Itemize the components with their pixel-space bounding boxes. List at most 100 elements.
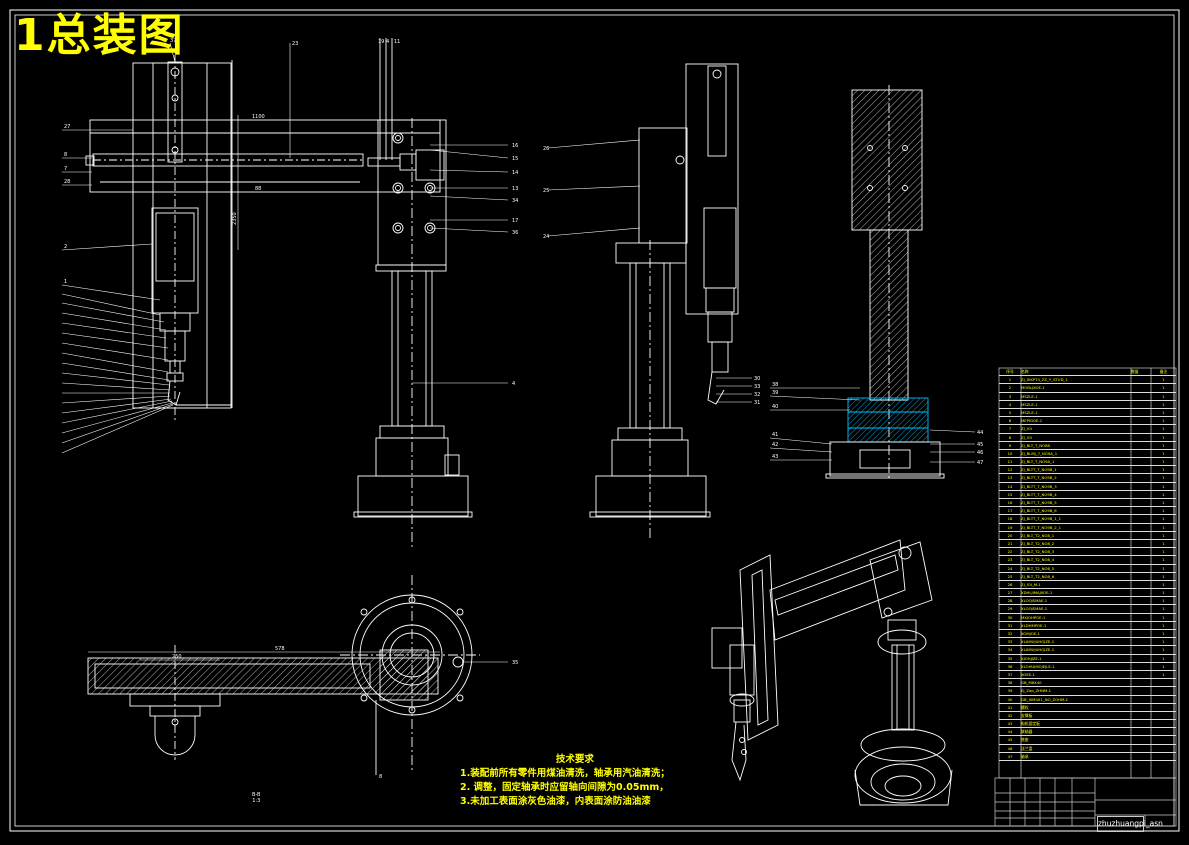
bom-cell: 1 (1162, 483, 1165, 489)
bom-cell: 1 (1162, 491, 1165, 497)
bom-cell: 1 (1162, 516, 1165, 522)
bom-cell (1131, 704, 1151, 711)
bom-cell (1131, 450, 1151, 457)
bom-row: 33 XLAMUJUHOJZE-1 1 (999, 638, 1176, 647)
svg-text:11: 11 (394, 39, 400, 45)
bom-cell (1131, 466, 1151, 473)
bom-cell: 底座 (1021, 737, 1029, 743)
bom-cell: 1 (1162, 549, 1165, 555)
bom-cell: MXJOHPOE-1 (1021, 614, 1046, 620)
bom-cell: 备注 (1159, 369, 1168, 374)
technical-requirements: 技术要求 1.装配前所有零件用煤油清洗，轴承用汽油清洗； 2. 调整，固定轴承时… (460, 753, 670, 809)
bom-cell: XLOOJSMAE-1 (1021, 606, 1048, 612)
bom-cell (1131, 581, 1151, 588)
bom-cell: 1 (1162, 557, 1165, 563)
bom-cell: 1 (1162, 540, 1165, 546)
bom-cell: 38 (1007, 680, 1013, 686)
bom-cell: 27 (1007, 590, 1013, 596)
bom-cell: 1 (1162, 475, 1165, 481)
bom-cell: 1 (1162, 606, 1165, 612)
svg-text:15: 15 (512, 156, 518, 162)
bom-cell: ZJ_IOI (1021, 426, 1032, 432)
bom-cell: 1 (1162, 614, 1165, 620)
bom-cell: 28 (1007, 598, 1013, 604)
bom-cell (1131, 720, 1151, 727)
svg-text:16: 16 (512, 143, 518, 149)
bom-cell: 1 (1162, 639, 1165, 645)
bom-cell (1131, 597, 1151, 604)
bom-cell: 1 (1162, 532, 1165, 538)
bom-cell (1151, 704, 1176, 711)
bom-cell: 电机固定板 (1021, 721, 1040, 727)
svg-text:23: 23 (292, 41, 298, 47)
bom-cell: 22 (1007, 549, 1013, 555)
svg-text:1: 1 (64, 279, 67, 285)
bom-cell: XOEE-1 (1021, 671, 1035, 677)
bom-cell: XLAMUJUHOJZE-1 (1021, 647, 1055, 653)
bom-cell: 1 (1162, 565, 1165, 571)
svg-text:2: 2 (64, 244, 67, 250)
bom-cell (1131, 573, 1151, 580)
bom-cell (1131, 401, 1151, 408)
bom-cell: 1 (1162, 500, 1165, 505)
bom-cell: 1 (1162, 434, 1165, 440)
svg-text:46: 46 (977, 450, 983, 456)
bom-cell: ZJ_BLT_T2_NO8_2 (1021, 540, 1055, 546)
bom-cell (1131, 663, 1151, 670)
bom-cell (1131, 548, 1151, 555)
bom-cell: 1 (1162, 598, 1165, 604)
bom-cell: 11 (1007, 459, 1013, 465)
bom-cell (1131, 565, 1151, 572)
bom-cell: ZJ_BLTT_T_NO9B_1 (1021, 467, 1057, 473)
bom-cell: 轴承 (1021, 753, 1029, 759)
bom-cell: 1 (1162, 385, 1165, 391)
svg-text:43: 43 (772, 454, 778, 460)
bom-cell: 33 (1007, 639, 1013, 645)
bom-cell (1131, 753, 1151, 760)
bom-cell (1151, 728, 1176, 735)
bom-cell (1131, 622, 1151, 629)
bom-cell (1151, 745, 1176, 752)
bom-cell (1131, 540, 1151, 547)
bom-cell: XLOOJSMAE-1 (1021, 598, 1048, 604)
svg-text:42: 42 (772, 442, 778, 448)
bom-cell: 1 (1162, 524, 1165, 530)
svg-text:33: 33 (754, 384, 760, 390)
bom-cell: 螺栓 (1021, 704, 1029, 710)
svg-text:40: 40 (772, 404, 778, 410)
bom-cell: XJOHJJZE-1 (1021, 655, 1042, 661)
bom-cell (1131, 736, 1151, 743)
bom-cell (1151, 712, 1176, 719)
svg-text:7: 7 (64, 166, 67, 172)
bom-cell: 法兰盘 (1021, 745, 1033, 751)
bom-cell: 数量 (1131, 369, 1139, 374)
dimension-base-width: 578 (275, 646, 285, 652)
drawing-code: zhuzhuangpi_asn (1097, 816, 1163, 832)
svg-text:36: 36 (512, 230, 518, 236)
bom-cell: 40 (1007, 696, 1013, 702)
bom-cell: 联轴器 (1021, 729, 1033, 735)
bom-cell: XLAMUJUHOJZE-1 (1021, 639, 1055, 645)
bom-cell: 1 (1162, 631, 1165, 636)
bom-cell: 24 (1007, 565, 1013, 571)
bom-cell (1131, 614, 1151, 621)
bom-cell (1131, 483, 1151, 490)
bom-cell (1131, 474, 1151, 481)
